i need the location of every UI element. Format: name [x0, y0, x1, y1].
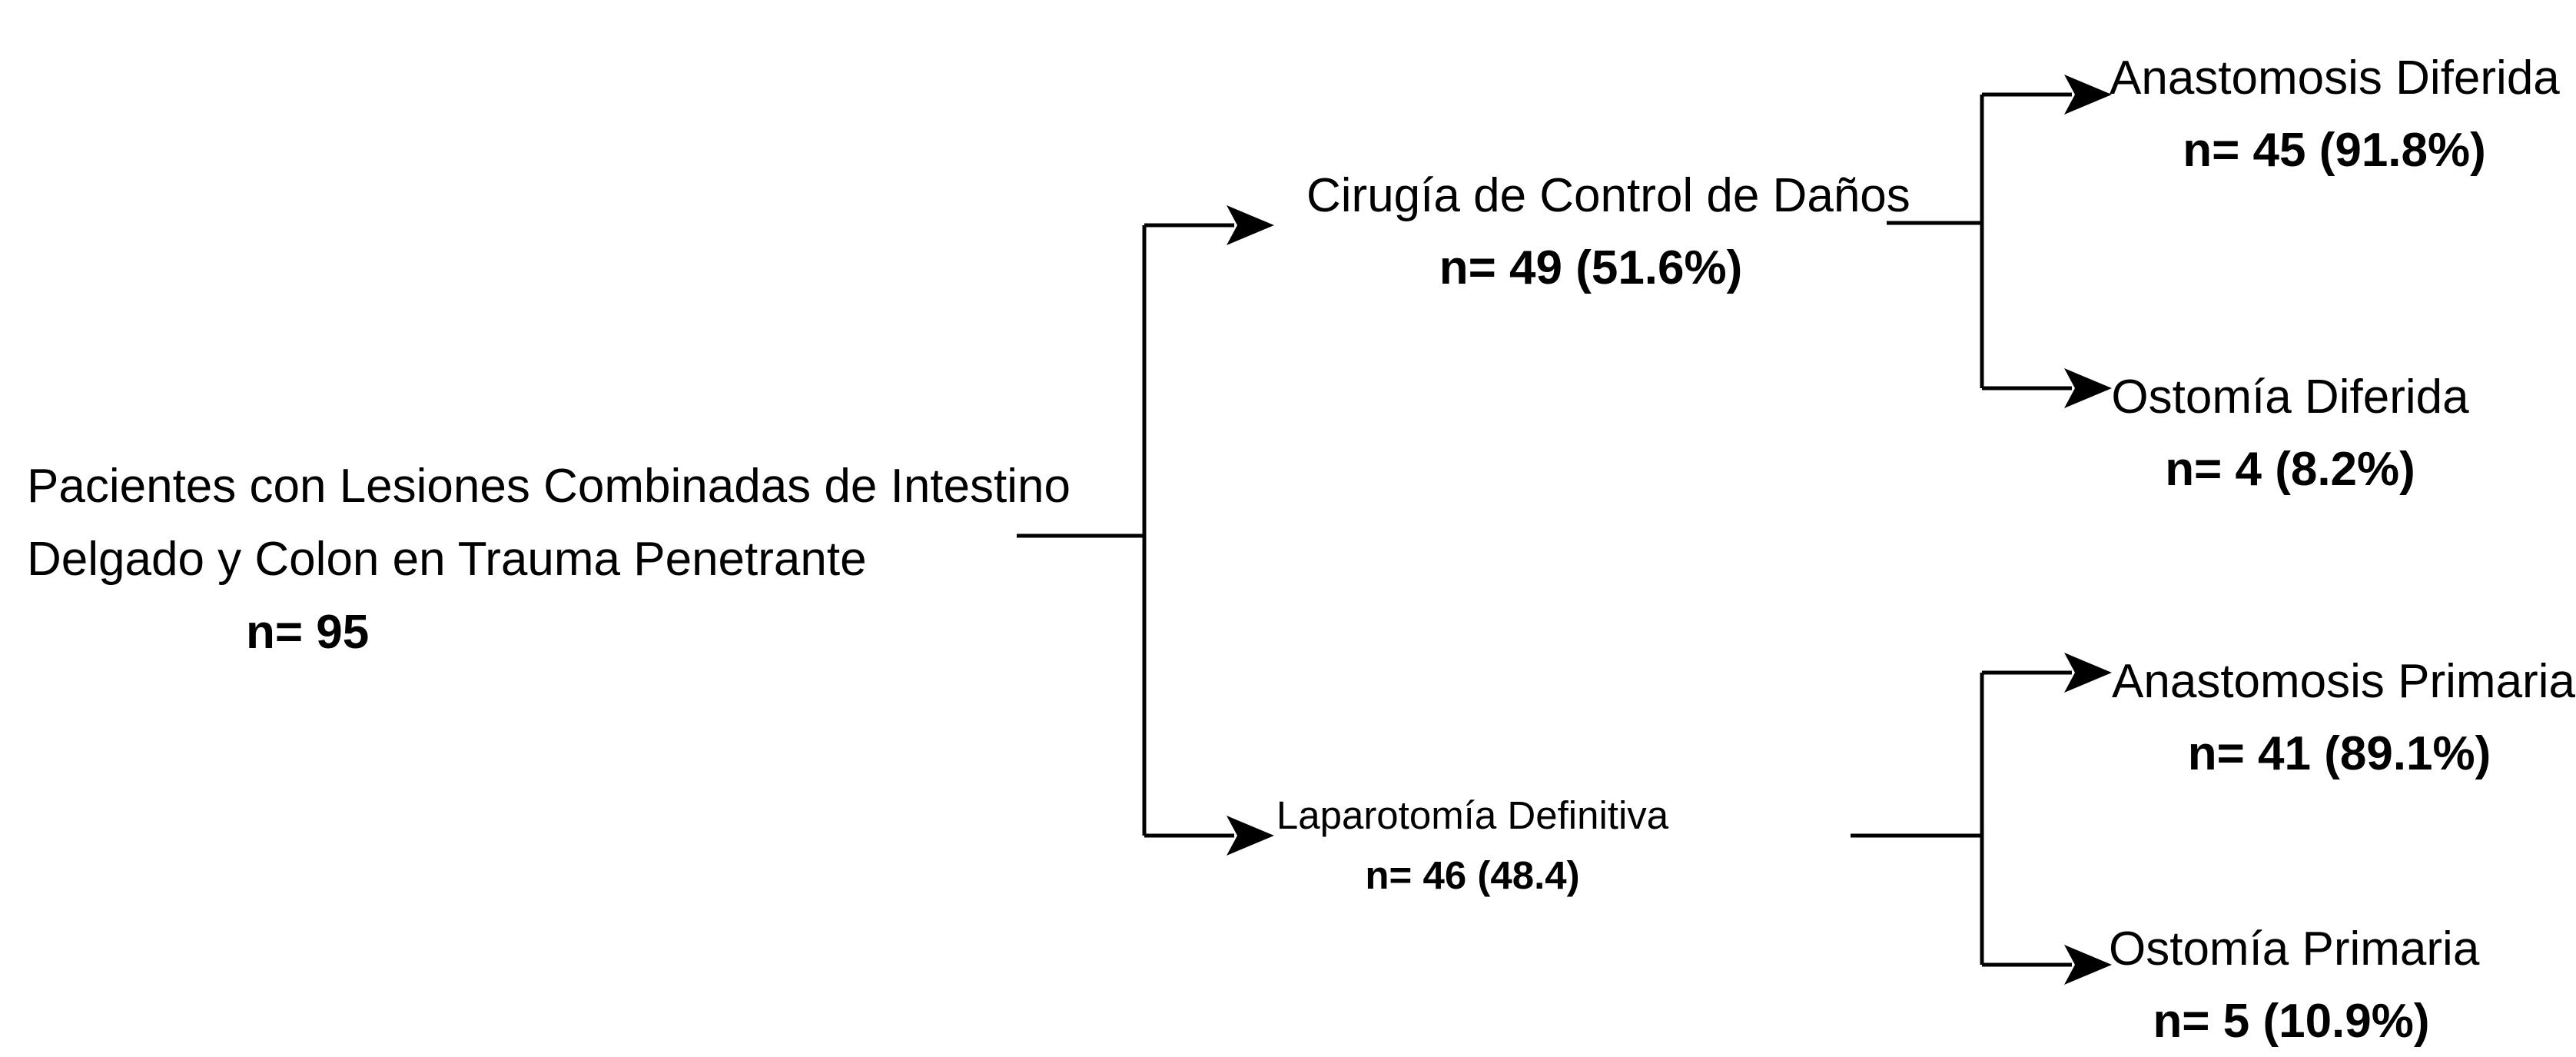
node-definitive-laparotomy: Laparotomía Definitiva n= 46 (48.4)	[1276, 786, 1669, 906]
arrow-head	[2064, 653, 2112, 693]
node-primary-anastomosis: Anastomosis Primaria n= 41 (89.1%)	[2112, 646, 2575, 790]
root-bracket	[1017, 205, 1274, 856]
node-label: Laparotomía Definitiva	[1276, 793, 1669, 837]
damage-control-bracket	[1887, 75, 2112, 408]
node-count: n= 46 (48.4)	[1365, 853, 1580, 897]
node-label-line2: Delgado y Colon en Trauma Penetrante	[27, 533, 867, 586]
arrow-head	[2064, 368, 2112, 408]
node-primary-ostomy: Ostomía Primaria n= 5 (10.9%)	[2109, 913, 2480, 1057]
node-count: n= 45 (91.8%)	[2183, 124, 2486, 177]
node-label: Anastomosis Primaria	[2112, 655, 2575, 708]
node-label: Ostomía Diferida	[2111, 371, 2469, 424]
node-deferred-anastomosis: Anastomosis Diferida n= 45 (91.8%)	[2110, 42, 2560, 187]
node-root-population: Pacientes con Lesiones Combinadas de Int…	[27, 450, 1071, 669]
arrow-head	[2064, 75, 2112, 115]
node-label: Cirugía de Control de Daños	[1306, 169, 1910, 222]
node-count: n= 49 (51.6%)	[1439, 241, 1743, 294]
node-count: n= 5 (10.9%)	[2153, 995, 2430, 1048]
node-label: Anastomosis Diferida	[2110, 52, 2560, 105]
arrow-head	[1227, 205, 1274, 245]
node-count: n= 41 (89.1%)	[2187, 727, 2491, 780]
laparotomy-bracket	[1851, 653, 2112, 985]
node-label-line1: Pacientes con Lesiones Combinadas de Int…	[27, 460, 1071, 513]
node-count: n= 4 (8.2%)	[2165, 443, 2415, 496]
node-deferred-ostomy: Ostomía Diferida n= 4 (8.2%)	[2110, 361, 2471, 506]
arrow-head	[2064, 945, 2112, 985]
arrow-head	[1227, 816, 1274, 856]
node-count: n= 95	[246, 606, 370, 659]
node-label: Ostomía Primaria	[2109, 922, 2480, 976]
node-damage-control-surgery: Cirugía de Control de Daños n= 49 (51.6%…	[1306, 160, 1910, 304]
